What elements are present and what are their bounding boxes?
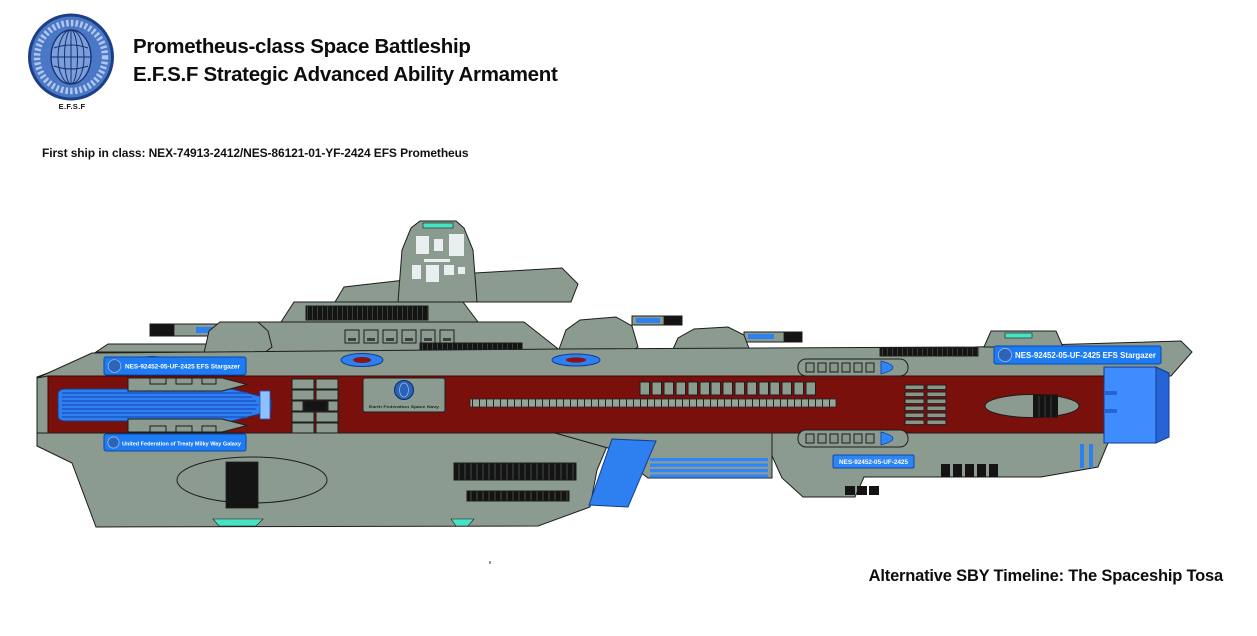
stern-thruster-teeth — [845, 464, 998, 495]
lower-hull — [36, 432, 1109, 528]
bow-intake — [57, 388, 272, 422]
ventral-blue-stripes — [650, 458, 768, 478]
ventral-grill-1 — [453, 462, 577, 481]
bow-chevrons — [127, 377, 249, 433]
keel-teal-trim-2 — [450, 518, 475, 527]
stripe-window-row — [639, 381, 816, 396]
bow-registry-label: NES-92452-05-UF-2425 EFS Stargazer — [103, 356, 247, 376]
efsf-logo: E.F.S.F — [27, 13, 117, 111]
label-emblem-icon — [998, 348, 1012, 362]
stern-registry-label: NES-92452-05-UF-2425 EFS Stargazer — [993, 345, 1162, 365]
stray-dot — [489, 561, 491, 564]
page-title: Prometheus-class Space Battleship E.F.S.… — [133, 33, 558, 89]
svg-text:United Federation of Treaty Mi: United Federation of Treaty Milky Way Ga… — [122, 442, 242, 448]
plaque-emblem-icon — [394, 380, 414, 400]
stern-teal-trim — [1004, 332, 1033, 339]
efsf-roundel-icon — [28, 13, 114, 101]
plaque-text: Earth Federation Space Navy — [369, 404, 440, 409]
midship-rail — [469, 398, 837, 408]
federation-banner-label: United Federation of Treaty Milky Way Ga… — [103, 433, 247, 452]
forward-turret-muzzle — [149, 323, 175, 337]
lifeboat-pod-upper — [797, 358, 909, 377]
footer-caption: Alternative SBY Timeline: The Spaceship … — [868, 567, 1224, 585]
forward-turret — [149, 321, 273, 354]
battleship-illustration: Earth Federation Space Navy — [36, 220, 1193, 528]
midship-registry-label: NES-92452-05-UF-2425 — [832, 454, 915, 469]
stern-ladder-bars — [904, 384, 947, 426]
first-ship-note: First ship in class: NEX-74913-2412/NES-… — [42, 146, 469, 160]
lifeboat-pod-lower — [797, 429, 909, 448]
ventral-hatch — [225, 461, 259, 509]
stern-window-strip — [879, 347, 979, 357]
superstructure-window-strip — [305, 305, 429, 321]
label-emblem-icon — [107, 359, 122, 373]
deck-window-row — [344, 329, 455, 344]
ventral-grill-2 — [466, 490, 570, 502]
svg-text:NES-92452-05-UF-2425 EFS Starg: NES-92452-05-UF-2425 EFS Stargazer — [125, 364, 241, 371]
stern-sensor-pod — [984, 394, 1080, 418]
keel-teal-trim-1 — [212, 518, 264, 527]
label-emblem-icon — [107, 436, 120, 449]
tower-teal-trim — [422, 222, 454, 229]
stern-deck — [983, 330, 1064, 348]
hull-plaque: Earth Federation Space Navy — [362, 377, 446, 413]
aft-turret-1 — [557, 315, 683, 353]
title-line-1: Prometheus-class Space Battleship — [133, 35, 471, 58]
bridge-tower — [397, 220, 478, 303]
svg-text:NES-92452-05-UF-2425: NES-92452-05-UF-2425 — [839, 460, 909, 466]
ventral-fin — [588, 438, 657, 508]
svg-text:NES-92452-05-UF-2425 EFS Starg: NES-92452-05-UF-2425 EFS Stargazer — [1015, 351, 1156, 360]
efsf-logo-caption: E.F.S.F — [58, 102, 86, 111]
engine-block — [1103, 366, 1170, 444]
title-line-2: E.F.S.F Strategic Advanced Ability Armam… — [133, 63, 558, 86]
midship-brick-panel — [291, 378, 339, 434]
